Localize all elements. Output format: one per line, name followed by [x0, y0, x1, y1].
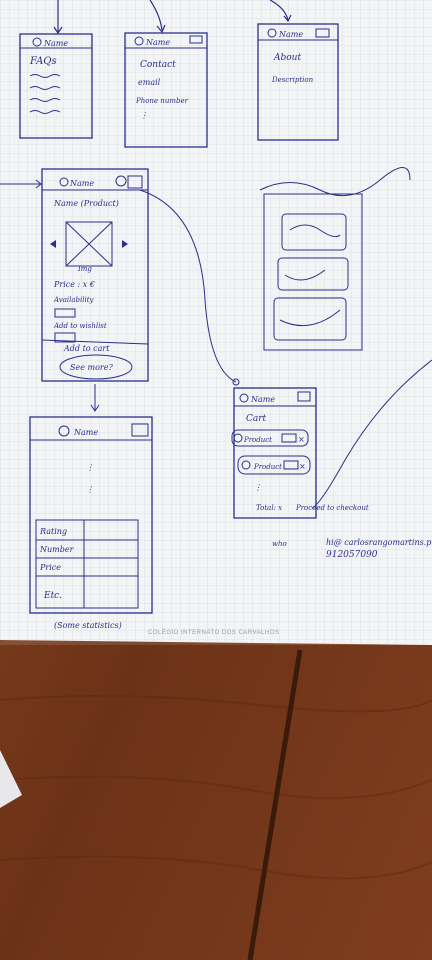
contact-title: Name: [145, 38, 170, 47]
sketch-contact: Name Contact email Phone number ⋮: [124, 32, 208, 148]
sketch-scribble: [259, 167, 411, 351]
stats-row-label: Rating: [39, 527, 67, 536]
product-see-more: See more?: [70, 363, 113, 372]
cart-total: Total: x: [256, 504, 282, 512]
contact-line3: Phone number: [135, 97, 189, 105]
contact-line2: email: [138, 78, 161, 87]
stats-row-label: Price: [39, 563, 61, 572]
product-availability: Availability: [53, 296, 95, 304]
product-image-label: Img: [77, 265, 92, 273]
sketch-product: Name Name (Product) Img Price : x € Avai…: [41, 168, 149, 382]
product-price: Price : x €: [53, 280, 95, 289]
product-subtitle: Name (Product): [53, 199, 119, 208]
stats-caption: (Some statistics): [54, 621, 122, 630]
cart-who: who: [272, 540, 287, 548]
svg-text:×: ×: [299, 462, 306, 471]
sketch-about: Name About Description: [257, 23, 339, 141]
cart-item2: Product: [253, 463, 282, 471]
sketch-cart: Name Cart Product × Product × ⋮ Total: x…: [231, 387, 432, 560]
cart-phone: 912057090: [326, 550, 378, 560]
faq-heading: FAQs: [29, 56, 57, 67]
cart-heading: Cart: [246, 414, 267, 424]
sketch-faq: Name FAQs: [19, 33, 93, 139]
stats-row-label: Etc.: [43, 591, 62, 601]
product-add-wishlist: Add to wishlist: [53, 322, 107, 330]
cart-icon: [189, 35, 203, 44]
table-seam: [247, 649, 303, 960]
contact-line1: Contact: [140, 60, 176, 70]
product-title: Name: [69, 179, 94, 188]
paper-corner: [0, 750, 22, 808]
svg-text:×: ×: [298, 435, 305, 444]
stats-row-label: Number: [39, 545, 75, 554]
svg-text:⋮: ⋮: [254, 483, 262, 492]
svg-text:⋮: ⋮: [86, 485, 94, 494]
product-add-cart: Add to cart: [63, 344, 110, 353]
paper-footer: COLÉGIO INTERNATO DOS CARVALHOS: [148, 629, 279, 636]
cart-item1: Product: [243, 436, 272, 444]
cart-email: hi@ carlosrangomartins.pt: [326, 538, 432, 547]
cart-checkout: Proceed to checkout: [295, 504, 369, 512]
about-title: Name: [278, 30, 303, 39]
stats-title: Name: [73, 428, 98, 437]
svg-text:⋮: ⋮: [86, 463, 94, 472]
sketch-stats: Name ⋮ ⋮ Rating Number Price Etc. (Some …: [29, 416, 153, 630]
about-line1: About: [273, 53, 301, 63]
about-line2: Description: [271, 76, 314, 84]
svg-text:⋮: ⋮: [140, 111, 148, 120]
faq-title: Name: [43, 39, 68, 48]
cart-title: Name: [250, 395, 275, 404]
